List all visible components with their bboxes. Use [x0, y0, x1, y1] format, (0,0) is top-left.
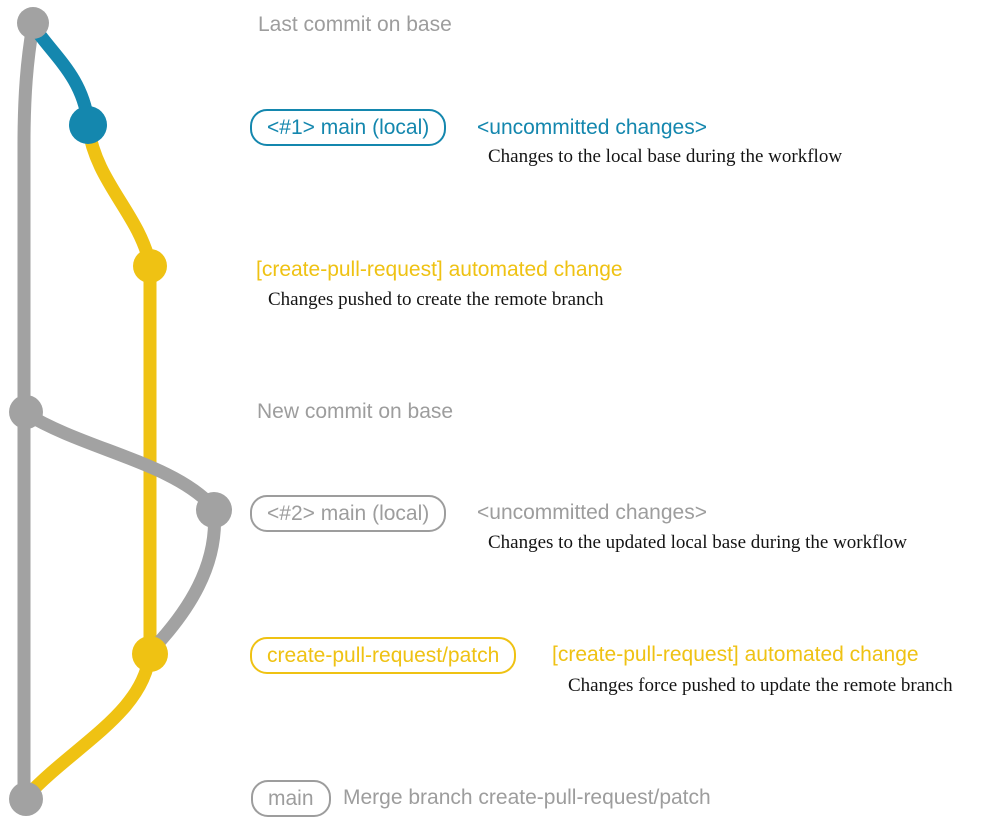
description-automated-change-2: Changes force pushed to update the remot…: [568, 675, 953, 696]
label-last-commit-on-base: Last commit on base: [258, 13, 452, 36]
badge-main-local-2: <#2> main (local): [250, 495, 447, 532]
description-uncommitted-changes-1: Changes to the local base during the wor…: [488, 146, 843, 167]
commit-dot-automated-2: [132, 636, 168, 672]
heading-automated-change-2: [create-pull-request] automated change: [552, 643, 919, 666]
description-automated-change-1: Changes pushed to create the remote bran…: [268, 289, 604, 310]
badge-main-local-2-label: <#2> main (local): [267, 501, 430, 525]
badge-patch-branch: create-pull-request/patch: [250, 637, 517, 674]
commit-dot-new-base: [9, 395, 43, 429]
commit-graph: [9, 7, 232, 816]
description-uncommitted-changes-2: Changes to the updated local base during…: [488, 532, 907, 553]
badge-main-label: main: [268, 786, 314, 810]
main-local-branch-line-2: [18, 406, 220, 514]
main-local-branch-line-3: [144, 503, 222, 658]
main-local-branch-line-1: [27, 20, 95, 128]
heading-uncommitted-changes-1: <uncommitted changes>: [477, 116, 707, 139]
heading-merge-branch: Merge branch create-pull-request/patch: [343, 786, 711, 809]
commit-dot-last-base: [17, 7, 49, 39]
commit-dot-automated-1: [133, 249, 167, 283]
badge-patch-branch-label: create-pull-request/patch: [267, 643, 500, 667]
commit-dot-uncommitted-2: [196, 492, 232, 528]
heading-automated-change-1: [create-pull-request] automated change: [256, 258, 623, 281]
label-new-commit-on-base: New commit on base: [257, 400, 454, 423]
commit-dot-uncommitted-1: [69, 106, 107, 144]
commit-dot-merge: [9, 782, 43, 816]
badge-main: main: [251, 780, 331, 817]
badge-main-local-1-label: <#1> main (local): [267, 115, 430, 139]
badge-main-local-1: <#1> main (local): [250, 109, 447, 146]
heading-uncommitted-changes-2: <uncommitted changes>: [477, 501, 707, 524]
